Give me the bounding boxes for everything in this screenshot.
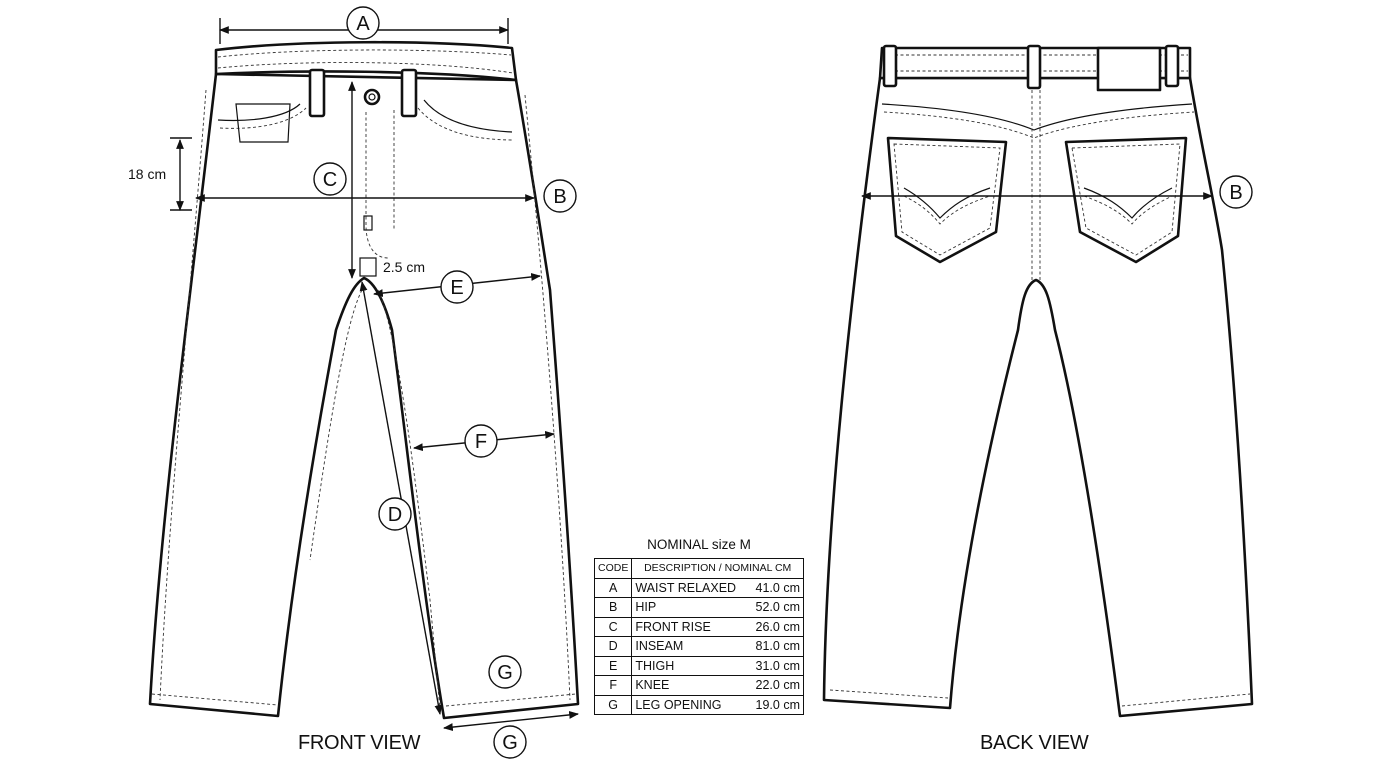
spec-code-cell: A [593,577,633,598]
spec-description: KNEE [635,678,670,693]
spec-description: INSEAM [635,639,684,654]
spec-description-cell: WAIST RELAXED 41.0 cm [631,577,804,598]
spec-value: 26.0 cm [755,619,800,634]
front-view-drawing: 18 cm 2.5 cm A B C D E F G G [128,6,580,759]
spec-header-description: DESCRIPTION / NOMINAL CM [631,558,804,579]
back-belt-loop-2 [1026,44,1042,90]
fly-offset-box [359,257,377,277]
spec-description-cell: KNEE 22.0 cm [631,675,804,696]
belt-loop-left [308,68,326,118]
svg-text:C: C [323,169,337,191]
spec-description: THIGH [635,658,675,673]
back-pants-outline [822,76,1254,718]
back-pocket-right [1064,136,1188,264]
spec-description-cell: LEG OPENING 19.0 cm [631,694,804,715]
spec-caption: NOMINAL size M [647,537,751,552]
spec-code-cell: D [593,636,633,657]
svg-text:G: G [497,662,513,684]
callout-g-bottom: G [493,725,527,759]
spec-value: 81.0 cm [755,639,800,654]
svg-text:D: D [388,504,402,526]
spec-description: FRONT RISE [635,619,711,634]
svg-text:A: A [356,13,370,35]
belt-loop-right [400,68,418,118]
front-view-title: FRONT VIEW [298,732,421,754]
callout-c: C [313,162,347,196]
front-pocket-right [423,99,513,133]
spec-description: LEG OPENING [635,697,722,712]
spec-description-cell: THIGH 31.0 cm [631,655,804,676]
svg-text:B: B [1229,182,1242,204]
back-belt-loop-1 [882,44,898,88]
svg-text:B: B [553,186,566,208]
front-pocket-left [217,103,301,122]
callout-e: E [440,270,474,304]
callout-b-front: B [543,179,577,213]
spec-description: HIP [635,600,657,615]
spec-code-cell: B [593,597,633,618]
spec-value: 52.0 cm [755,600,800,615]
back-view-drawing: B [822,44,1254,718]
spec-description-cell: INSEAM 81.0 cm [631,636,804,657]
spec-value: 22.0 cm [755,678,800,693]
back-patch [1096,46,1162,92]
spec-code-cell: F [593,675,633,696]
spec-value: 31.0 cm [755,658,800,673]
spec-header-row: CODE DESCRIPTION / NOMINAL CM [593,558,804,579]
back-yoke [881,103,1193,131]
callout-g-leg: G [488,655,522,689]
fly-offset-label: 2.5 cm [383,259,425,275]
callout-d: D [378,497,412,531]
spec-code-cell: C [593,616,633,637]
spec-value: 19.0 cm [755,697,800,712]
svg-text:E: E [450,277,463,299]
back-belt-loop-3 [1164,44,1180,88]
callout-f: F [464,424,498,458]
spec-table: NOMINAL size M CODE DESCRIPTION / NOMINA… [593,536,804,715]
front-pants-outline [148,72,580,720]
spec-code-cell: G [593,694,633,715]
spec-value: 41.0 cm [755,580,800,595]
spec-description-cell: FRONT RISE 26.0 cm [631,616,804,637]
coin-pocket [235,103,291,143]
button [363,88,381,106]
callout-a: A [346,6,380,40]
pocket-depth-label: 18 cm [128,166,166,182]
back-view-title: BACK VIEW [980,732,1089,754]
callout-b-back: B [1219,175,1253,209]
svg-text:G: G [502,732,518,754]
spec-description-cell: HIP 52.0 cm [631,597,804,618]
spec-code-cell: E [593,655,633,676]
dim-g-line [443,711,579,731]
back-pocket-left [886,136,1008,264]
spec-description: WAIST RELAXED [635,580,737,595]
dim-d-line [359,281,443,715]
svg-text:F: F [475,431,487,453]
spec-header-code: CODE [593,558,633,579]
